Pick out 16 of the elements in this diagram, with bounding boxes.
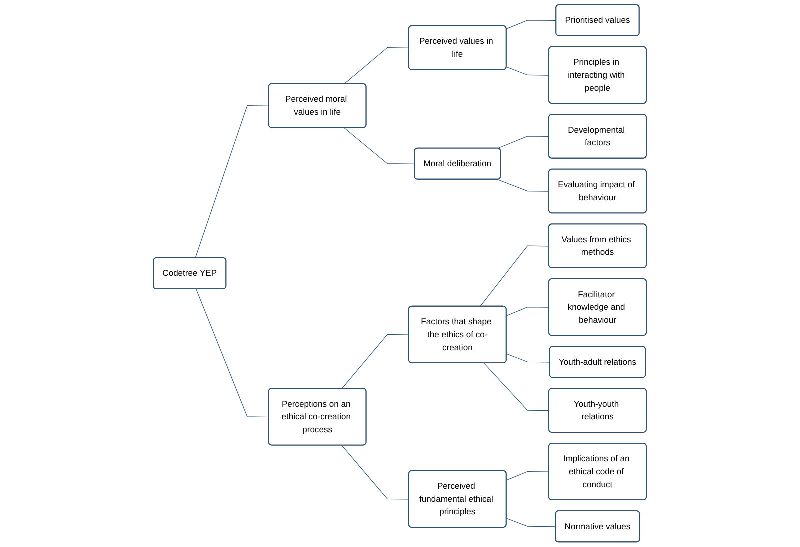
connector	[506, 354, 550, 363]
connector	[195, 106, 270, 259]
connector	[497, 179, 550, 192]
connector	[344, 128, 416, 164]
connector	[484, 363, 550, 412]
connector	[342, 334, 410, 390]
connector	[196, 289, 270, 418]
connector	[344, 48, 410, 85]
connector	[506, 66, 550, 76]
connector	[506, 307, 550, 316]
connector	[342, 445, 410, 500]
connector	[506, 471, 550, 481]
connector	[497, 136, 550, 149]
connector	[506, 20, 557, 30]
connector	[480, 246, 550, 307]
connector	[506, 518, 556, 528]
